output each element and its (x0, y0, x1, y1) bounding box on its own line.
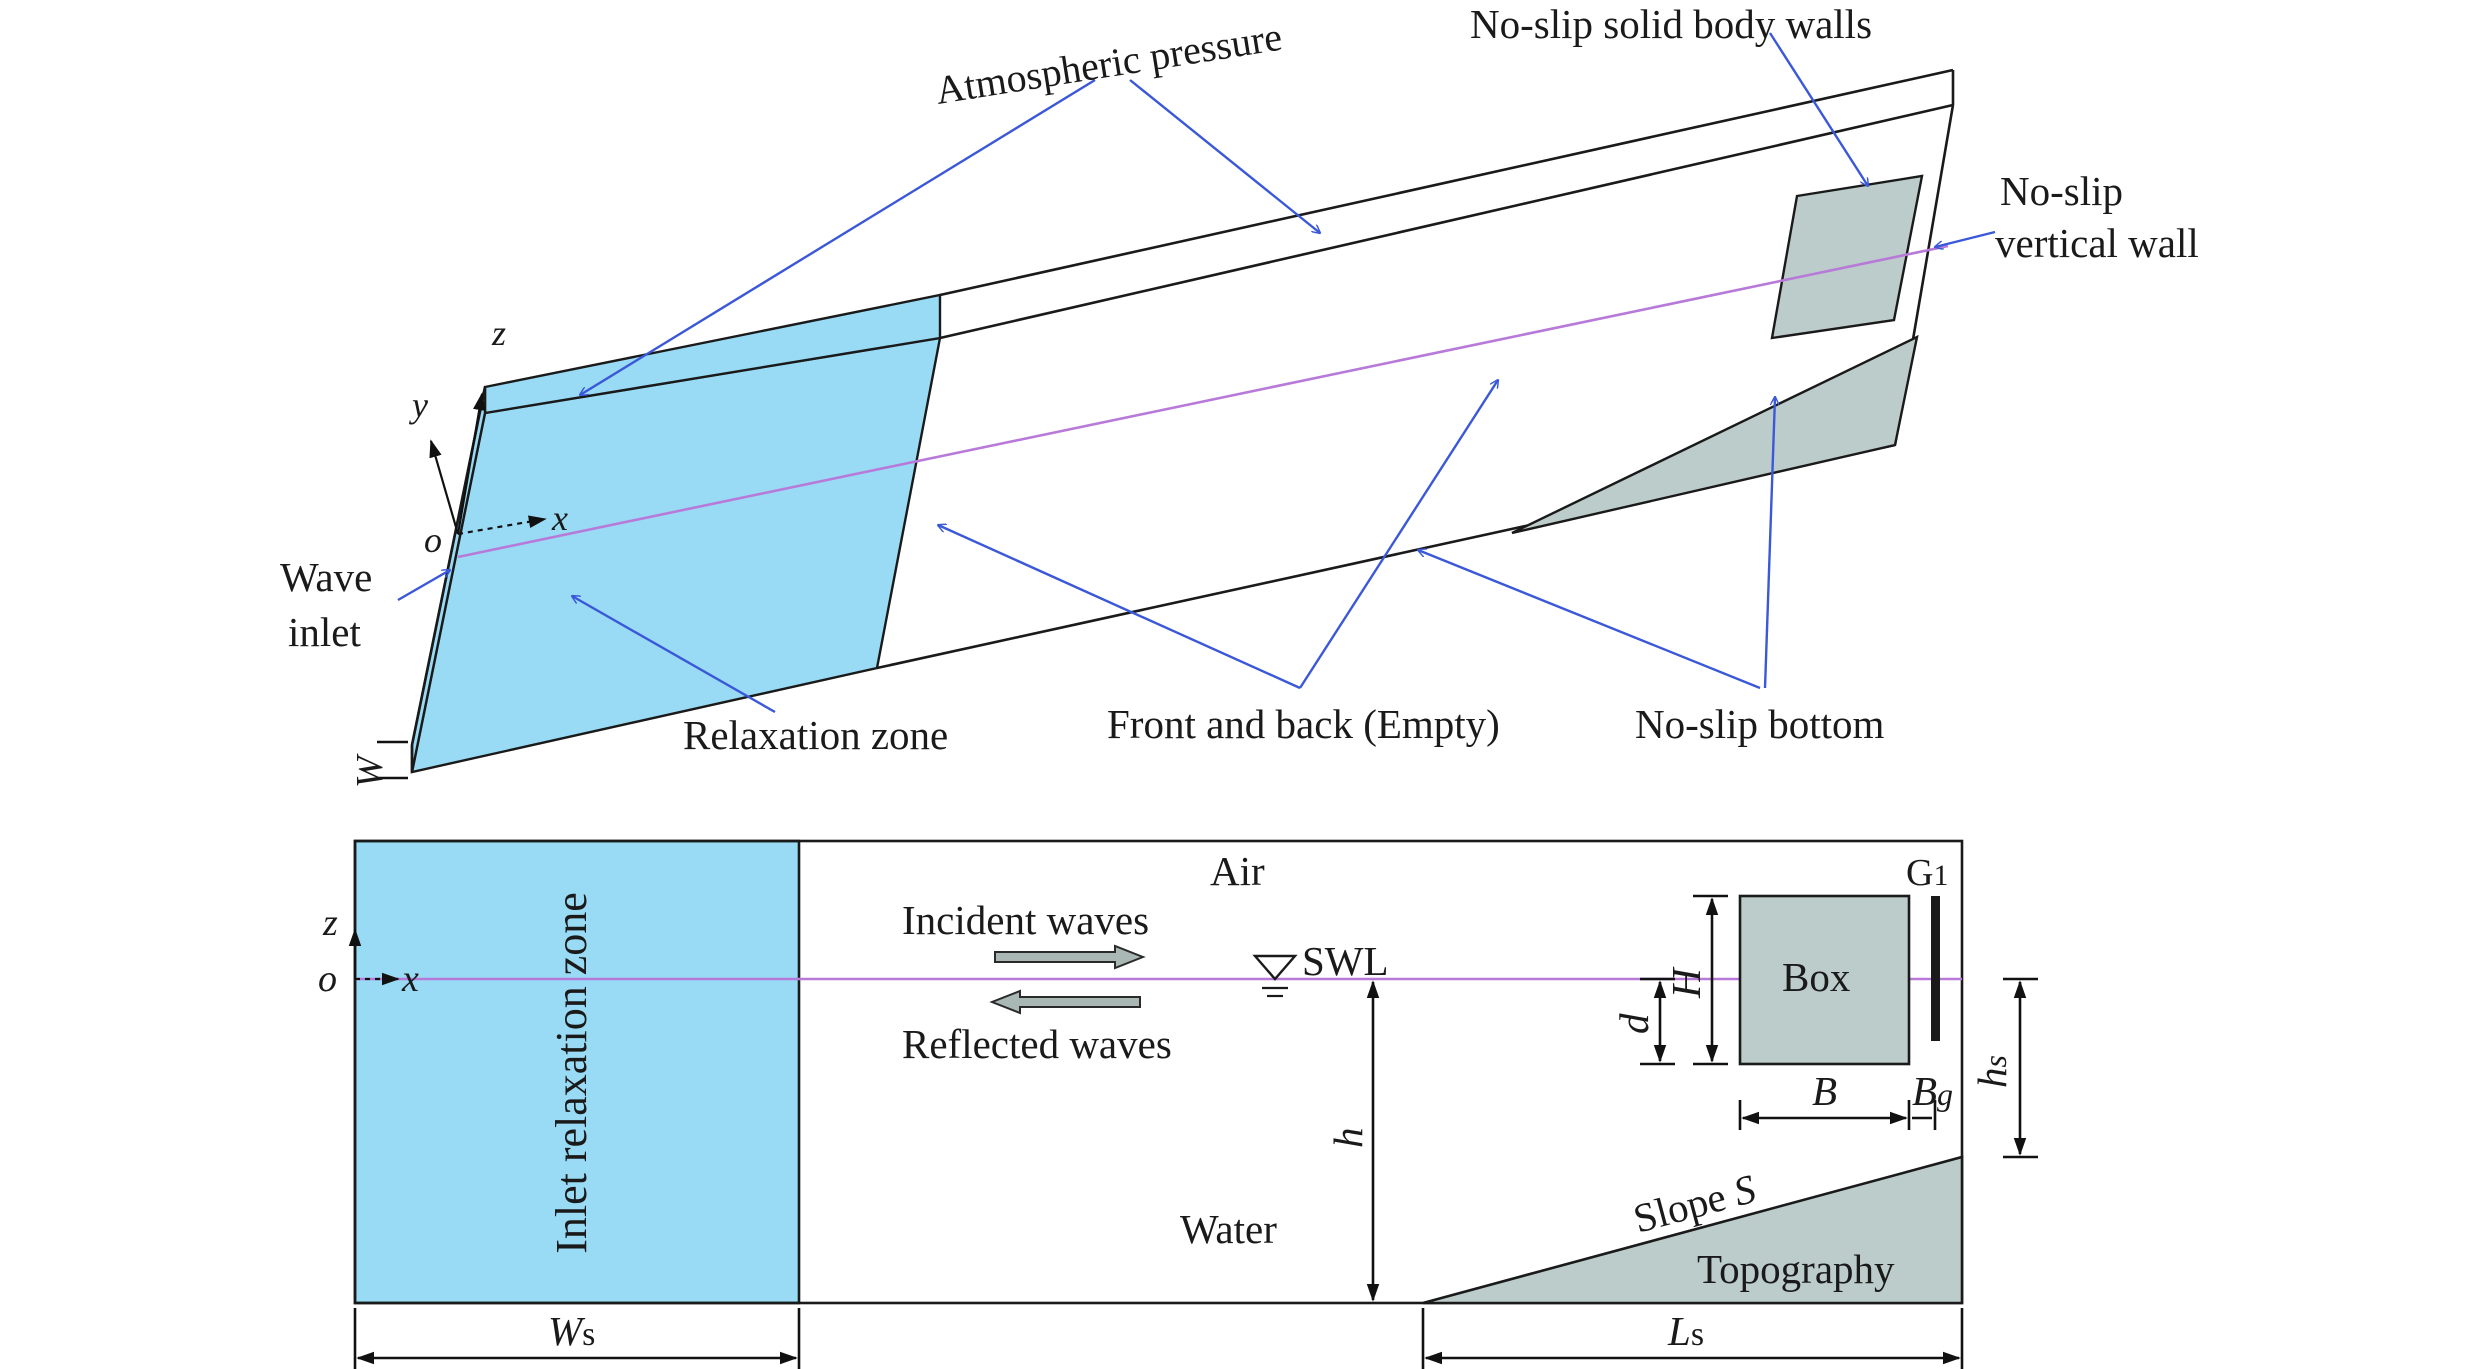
inlet-relaxation-zone-label: Inlet relaxation zone (547, 892, 596, 1254)
dimension-lines (353, 894, 2038, 1369)
topography-2d (1422, 1155, 1964, 1305)
leader-front-back-1 (938, 525, 1301, 690)
gauge-g1 (1931, 896, 1940, 1041)
topography-label: Topography (1697, 1246, 1895, 1292)
swl-symbol (1252, 954, 1298, 998)
leader-wave-inlet (397, 570, 450, 602)
leader-solid-walls (1768, 32, 1868, 186)
axes-3d: z y x o (409, 313, 568, 560)
reflected-waves-label: Reflected waves (902, 1021, 1172, 1067)
incident-waves-arrow (994, 944, 1146, 970)
axis-o-label-2d: o (318, 958, 337, 1000)
solid-body-walls-label: No-slip solid body walls (1470, 1, 1872, 47)
hs-label: hs (1969, 1055, 2015, 1088)
swl-label: SWL (1302, 938, 1389, 984)
front-and-back-label: Front and back (Empty) (1107, 701, 1500, 747)
leader-atmospheric-2 (1129, 79, 1320, 233)
B-label: B (1812, 1068, 1837, 1114)
axes-2d: z o x (318, 902, 419, 1000)
numerical-tank-3d: z y x o W Atmospheric pressure No-slip s… (280, 1, 2199, 788)
H-label: H (1663, 966, 1709, 999)
box-label: Box (1782, 954, 1850, 1000)
still-water-line-3d (457, 244, 1949, 559)
leader-arrows-top (397, 32, 1996, 714)
leader-vertical-wall (1935, 230, 1996, 247)
reflected-waves-arrow (989, 989, 1141, 1015)
leader-bottom-1 (1418, 550, 1761, 690)
width-w-label: W (349, 753, 391, 788)
gauge-label: G1 (1906, 852, 1948, 894)
no-slip-bottom-label: No-slip bottom (1635, 701, 1885, 747)
axis-x-label-2d: x (401, 958, 419, 1000)
axis-z-label-2d: z (322, 902, 338, 944)
leader-relaxation-zone (572, 596, 776, 714)
box-2d (1738, 894, 1911, 1066)
width-indicator: W (349, 740, 408, 788)
h-label: h (1325, 1128, 1371, 1149)
tank-top-front-edge (939, 103, 1954, 340)
wave-inlet-label-line1: Wave (280, 554, 372, 600)
axis-x-label-3d: x (551, 498, 568, 538)
atmospheric-pressure-label: Atmospheric pressure (932, 14, 1285, 113)
Ls-label: Ls (1667, 1308, 1704, 1354)
axis-origin-label-3d: o (424, 520, 442, 560)
side-view-2d: z o x (318, 839, 2038, 1369)
d-label: d (1611, 1013, 1657, 1034)
axis-z-label-3d: z (491, 313, 506, 353)
tank-top-back-edge (939, 68, 1954, 297)
relaxation-zone-label: Relaxation zone (683, 712, 948, 758)
vertical-wall-label-line1: No-slip (2000, 168, 2123, 214)
leader-front-back-2 (1298, 380, 1498, 689)
leader-atmospheric-1 (580, 78, 1096, 395)
leader-bottom-2 (1763, 397, 1775, 689)
Ws-label: Ws (548, 1308, 595, 1354)
domain-outline-2d (353, 839, 1964, 1305)
incident-waves-label: Incident waves (902, 897, 1149, 943)
vertical-wall-label-line2: vertical wall (1995, 220, 2199, 266)
air-label: Air (1210, 848, 1265, 894)
axis-y-label-3d: y (409, 385, 428, 425)
inlet-relaxation-zone-2d (353, 839, 801, 1305)
water-label: Water (1180, 1206, 1277, 1252)
box-structure-3d (1770, 174, 1924, 340)
Bg-label: Bg (1912, 1068, 1953, 1114)
slope-topography-3d (1511, 334, 1919, 535)
wave-inlet-label-line2: inlet (288, 609, 361, 655)
